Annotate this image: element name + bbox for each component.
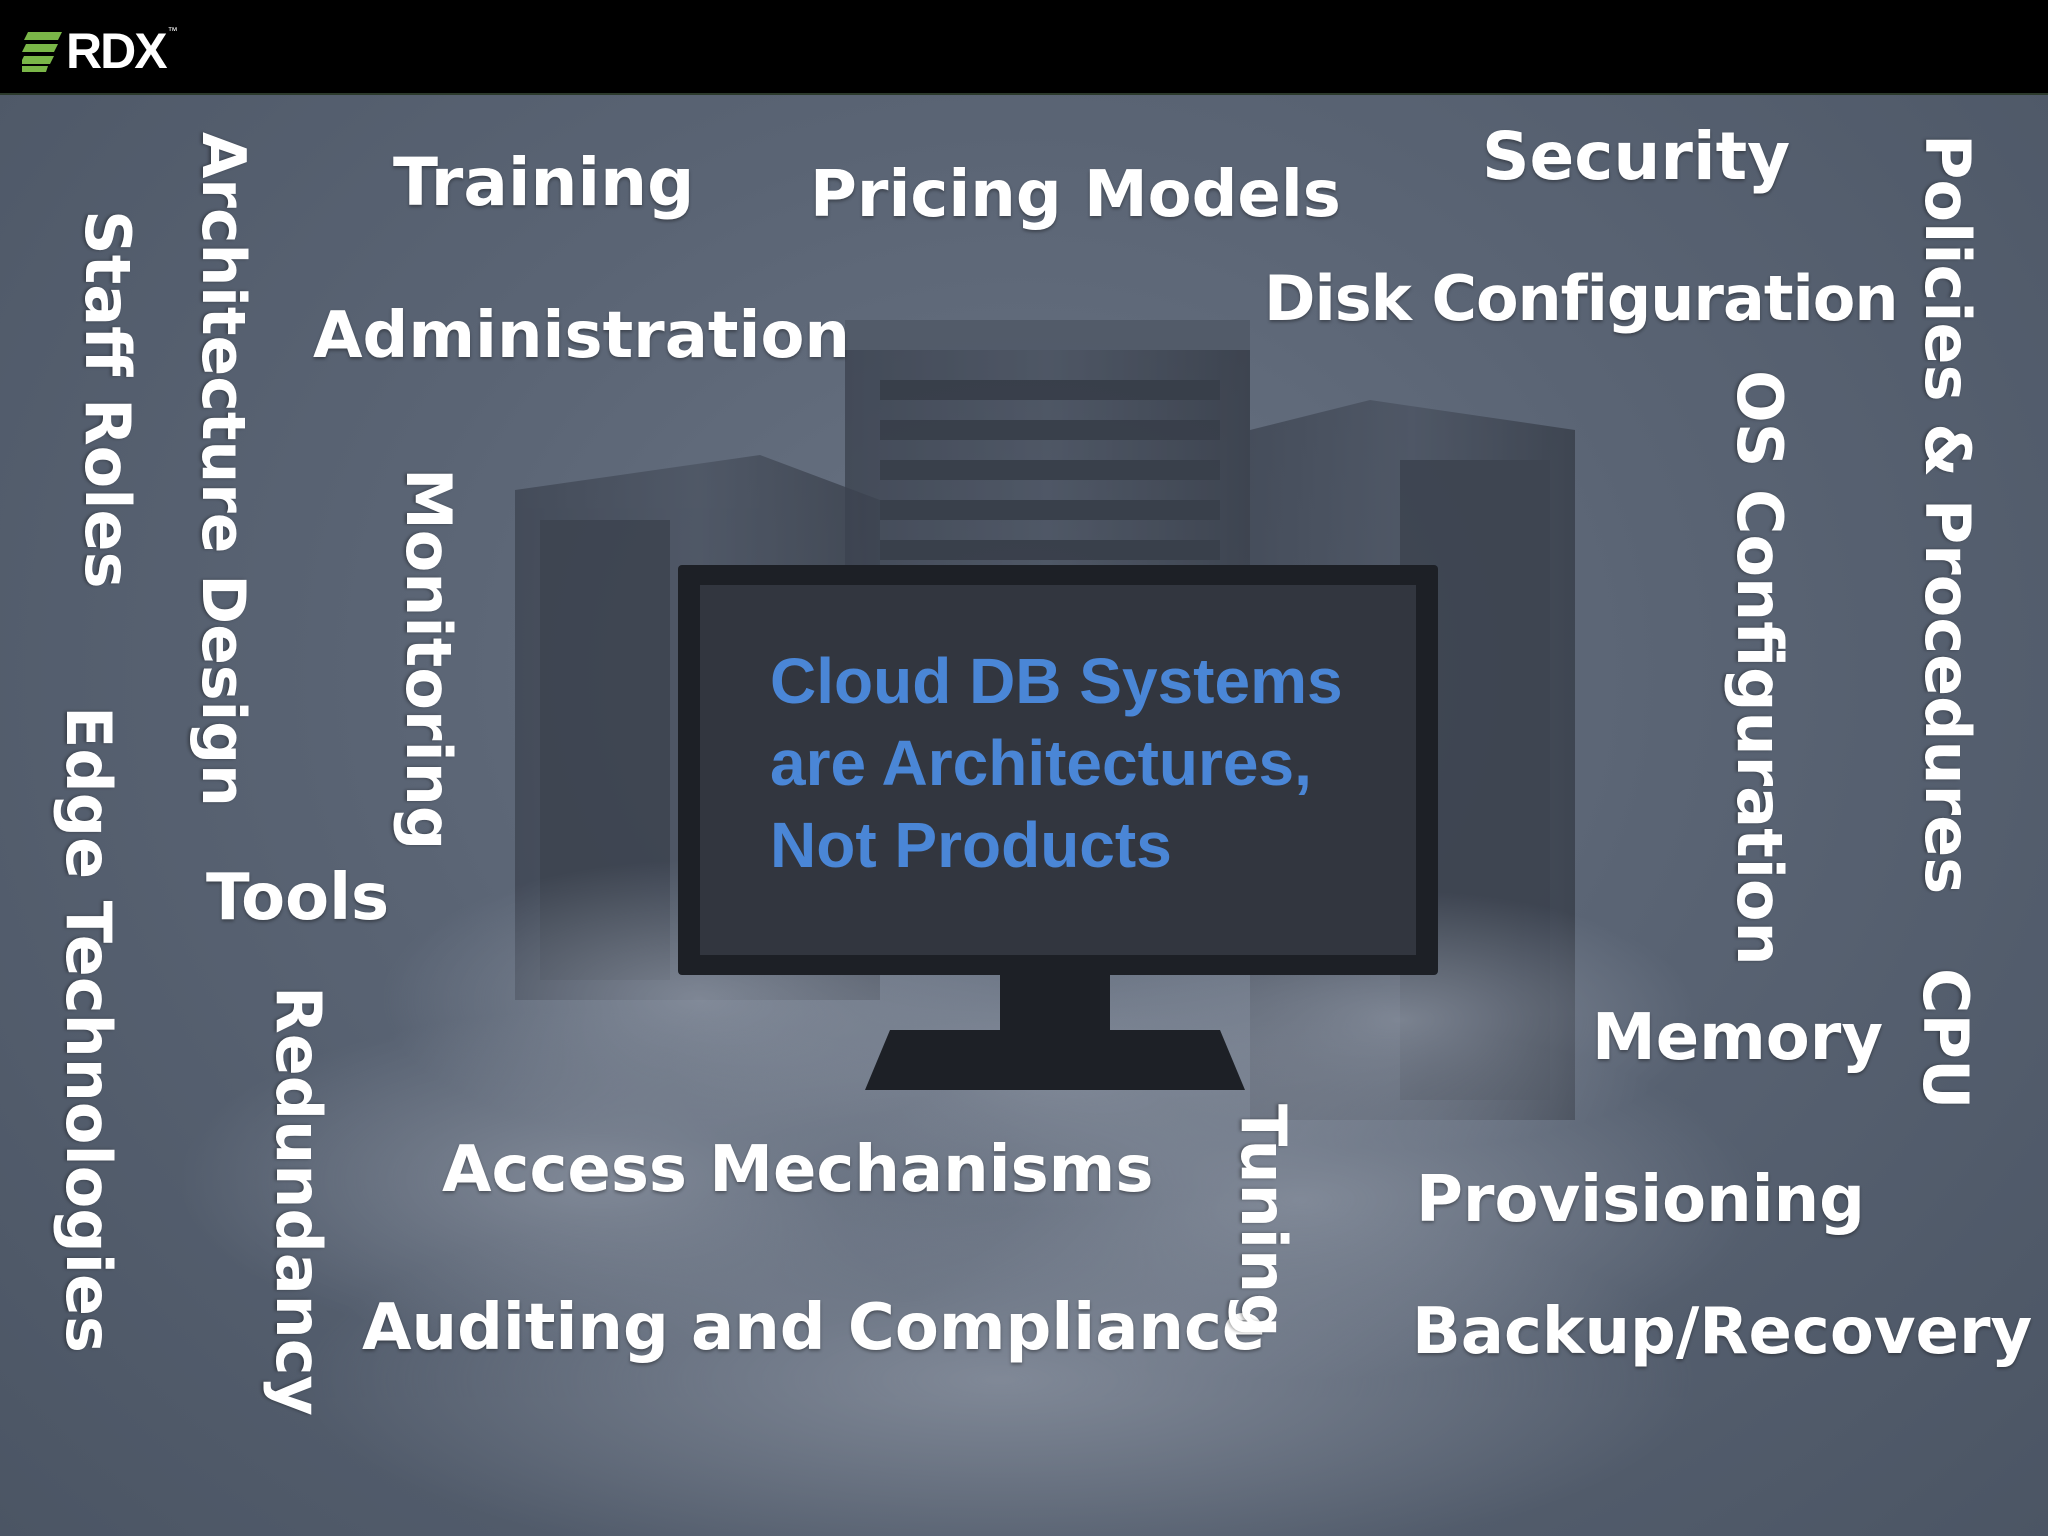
headline-line-3: Not Products [770,809,1172,881]
header-bar: RDX ™ [0,0,2048,95]
word-monitoring: Monitoring [392,468,465,851]
word-training: Training [393,144,695,221]
word-tools: Tools [206,861,390,935]
word-tuning: Tuning [1227,1104,1300,1338]
word-edge-technologies: Edge Technologies [52,706,125,1353]
rdx-logo: RDX ™ [22,26,178,76]
word-auditing-and-compliance: Auditing and Compliance [362,1291,1266,1365]
word-access-mechanisms: Access Mechanisms [442,1133,1154,1207]
word-policies-procedures: Policies & Procedures [1911,134,1984,895]
word-disk-configuration: Disk Configuration [1264,262,1898,335]
word-memory: Memory [1592,1001,1884,1075]
word-security: Security [1482,118,1791,195]
word-os-configuration: OS Configuration [1723,370,1796,966]
logo-stripes-icon [22,32,62,72]
word-architecture-design: Architecture Design [188,132,258,807]
word-staff-roles: Staff Roles [71,210,144,589]
word-redundancy: Redundancy [262,986,335,1416]
word-provisioning: Provisioning [1416,1163,1865,1237]
headline-line-2: are Architectures, [770,727,1312,799]
monitor [678,565,1438,1090]
word-administration: Administration [313,299,850,373]
headline-line-1: Cloud DB Systems [770,645,1343,717]
monitor-headline: Cloud DB Systems are Architectures, Not … [770,640,1410,886]
word-backup-recovery: Backup/Recovery [1412,1295,2033,1369]
logo-text: RDX [66,23,168,79]
logo-trademark: ™ [167,26,178,37]
word-pricing-models: Pricing Models [810,158,1341,232]
word-cpu: CPU [1909,968,1982,1110]
